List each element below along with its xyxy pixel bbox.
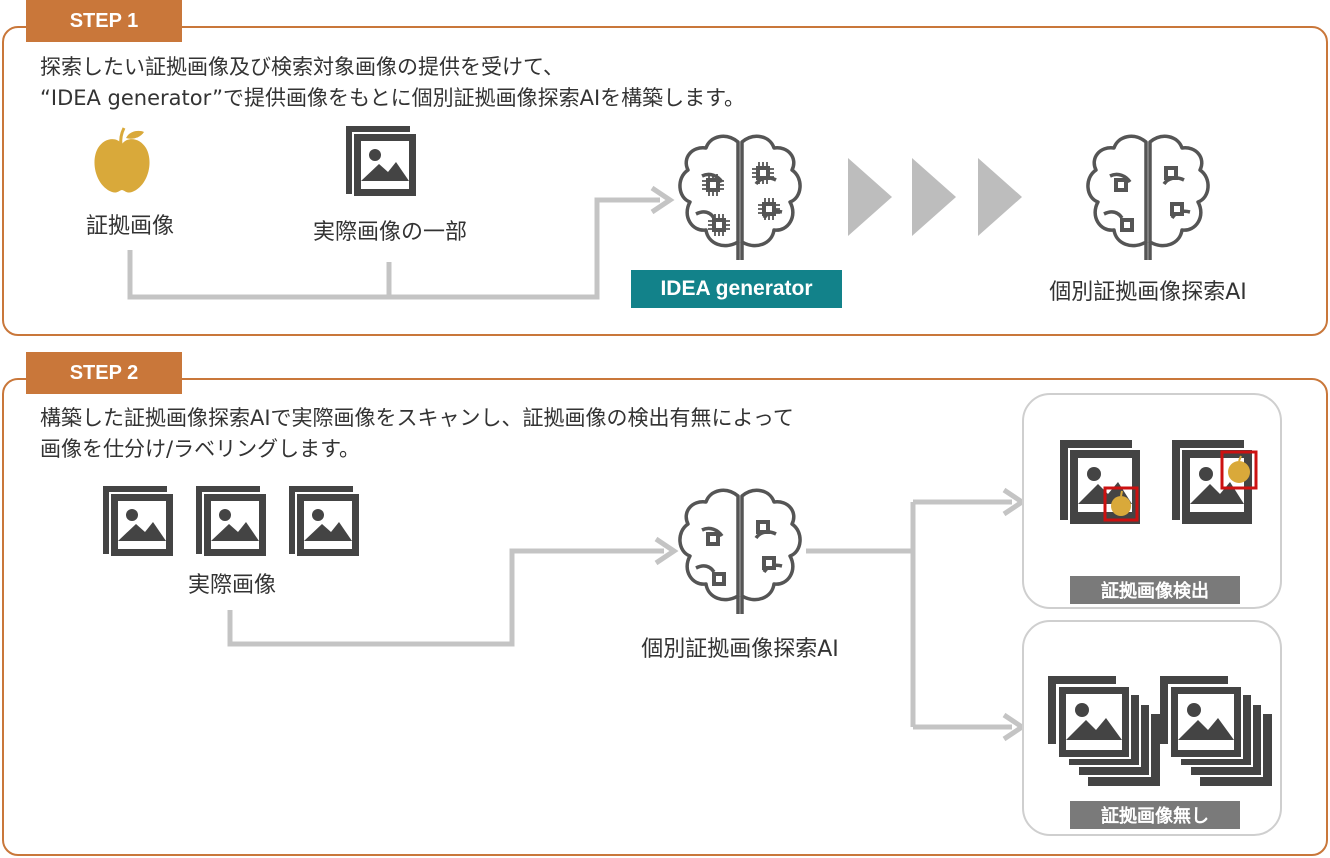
no-evidence-image-stack-icon-2 (1160, 676, 1272, 786)
apple-icon (94, 127, 150, 193)
actual-image-label: 実際画像 (187, 573, 276, 598)
partial-image-label: 実際画像の一部 (312, 220, 467, 245)
actual-image-icon-3 (289, 486, 359, 556)
evidence-image-label: 証拠画像 (85, 214, 174, 239)
step1-description: 探索したい証拠画像及び検索対象画像の提供を受けて、 “IDEA generato… (40, 52, 745, 114)
step1-description-line1: 探索したい証拠画像及び検索対象画像の提供を受けて、 (40, 55, 564, 79)
search-ai-brain-icon (678, 488, 802, 614)
brain-chip-icon (678, 134, 802, 260)
chevron-right-icon (848, 158, 1022, 236)
detected-badge: 証拠画像検出 (1070, 576, 1240, 604)
step1-description-line2: “IDEA generator”で提供画像をもとに個別証拠画像探索AIを構築しま… (40, 86, 746, 110)
idea-generator-badge: IDEA generator (631, 270, 842, 308)
ai-label-step1: 個別証拠画像探索AI (1049, 280, 1247, 305)
image-stack-icon (346, 126, 416, 196)
detected-image-icon-2 (1172, 440, 1258, 524)
step1-tab: STEP 1 (26, 0, 182, 42)
detected-image-icon-1 (1060, 440, 1140, 524)
actual-image-icon-2 (196, 486, 266, 556)
ai-label-step2: 個別証拠画像探索AI (641, 637, 839, 662)
ai-brain-icon (1086, 134, 1210, 260)
step2-tab: STEP 2 (26, 352, 182, 394)
step2-description-line2: 画像を仕分け/ラベリングします。 (40, 437, 360, 461)
step2-description: 構築した証拠画像探索AIで実際画像をスキャンし、証拠画像の検出有無によって 画像… (40, 403, 794, 465)
actual-image-icon-1 (103, 486, 173, 556)
no-evidence-image-stack-icon-1 (1048, 676, 1160, 786)
step2-description-line1: 構築した証拠画像探索AIで実際画像をスキャンし、証拠画像の検出有無によって (40, 406, 794, 430)
no-evidence-badge: 証拠画像無し (1070, 801, 1240, 829)
